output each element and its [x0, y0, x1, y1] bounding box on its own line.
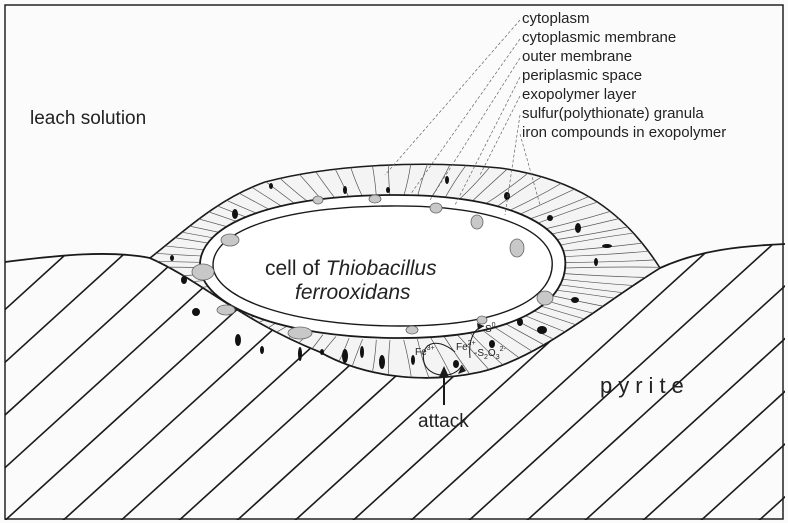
- legend-item-cytoplasmic-membrane: cytoplasmic membrane: [522, 29, 676, 46]
- iron-compound: [453, 360, 459, 368]
- cell-label-prefix: cell of: [265, 257, 326, 280]
- sulfur-granule: [217, 305, 235, 315]
- iron-compound: [537, 326, 547, 334]
- iron-compound: [192, 308, 200, 316]
- exopolymer-strand: [113, 296, 229, 318]
- iron-compound: [343, 186, 347, 194]
- pyrite-label: pyrite: [600, 373, 690, 398]
- iron-compound: [602, 244, 612, 248]
- sulfur-granule: [313, 196, 323, 204]
- iron-compound: [181, 276, 187, 284]
- legend-item-cytoplasm: cytoplasm: [522, 10, 590, 27]
- legend-item-periplasmic-space: periplasmic space: [522, 67, 642, 84]
- iron-compound: [260, 346, 264, 354]
- legend-item-outer-membrane: outer membrane: [522, 48, 632, 65]
- cell-label-species: ferrooxidans: [295, 281, 411, 304]
- legend-item-exopolymer-layer: exopolymer layer: [522, 86, 636, 103]
- sulfur-granule: [288, 327, 312, 339]
- cell-label-genus: Thiobacillus: [326, 257, 437, 280]
- sulfur-granule: [477, 316, 487, 324]
- cell-label-line1: cell of Thiobacillus: [265, 257, 437, 280]
- exopolymer-strand: [195, 323, 276, 367]
- exopolymer-strand: [123, 301, 234, 327]
- iron-compound: [547, 215, 553, 221]
- legend-item-sulfur-granula: sulfur(polythionate) granula: [522, 105, 704, 122]
- sulfur-granule: [369, 195, 381, 203]
- iron-compound: [170, 255, 174, 261]
- pyrite-hatch-line: [696, 225, 788, 523]
- iron-compound: [504, 192, 510, 200]
- iron-compound: [489, 340, 495, 348]
- sulfur-granule: [430, 203, 442, 213]
- iron-compound: [571, 297, 579, 303]
- iron-compound: [445, 176, 449, 184]
- exopolymer-strand: [178, 319, 266, 360]
- iron-compound: [517, 318, 523, 326]
- legend: cytoplasm cytoplasmic membrane outer mem…: [522, 10, 726, 141]
- leach-solution-label: leach solution: [30, 108, 146, 129]
- iron-compound: [235, 334, 241, 346]
- iron-compound: [298, 347, 302, 361]
- sulfur-granule: [221, 234, 239, 246]
- sulfur-granule: [471, 215, 483, 229]
- sulfur-granule: [537, 291, 553, 305]
- iron-compound: [386, 187, 390, 193]
- iron-compound: [320, 349, 324, 355]
- sulfur-granule: [510, 239, 524, 257]
- iron-compound: [360, 346, 364, 358]
- pyrite-hatch-line: [0, 225, 40, 523]
- iron-compound: [379, 355, 385, 369]
- iron-compound: [575, 223, 581, 233]
- sulfur-granule: [406, 326, 418, 334]
- pyrite-hatch-line: [0, 225, 156, 523]
- iron-compound: [342, 349, 348, 363]
- iron-compound: [594, 258, 598, 266]
- legend-item-iron-compounds: iron compounds in exopolymer: [522, 124, 726, 141]
- exopolymer-strand: [105, 290, 224, 308]
- sulfur-granule: [192, 264, 214, 280]
- iron-compound: [269, 183, 273, 189]
- iron-compound: [232, 209, 238, 219]
- attack-label: attack: [418, 411, 469, 432]
